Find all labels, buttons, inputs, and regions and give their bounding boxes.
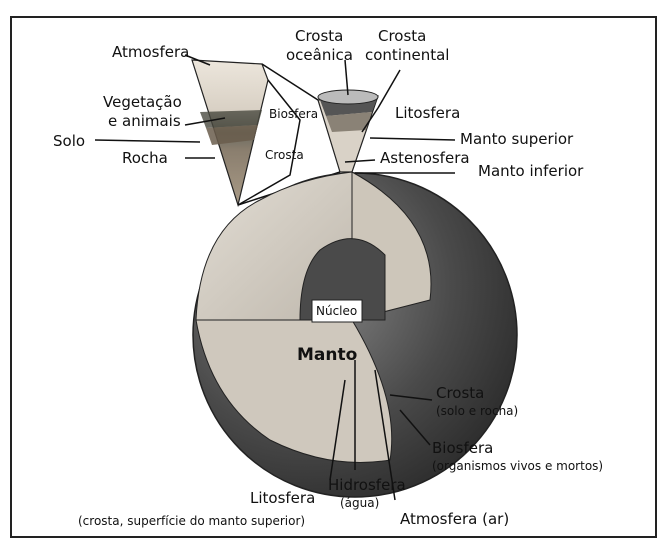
label-atmosfera-top: Atmosfera: [112, 43, 189, 61]
label-hidrosfera-sub: (água): [340, 496, 379, 510]
label-crosta-oceanica-1: Crosta: [295, 27, 343, 45]
label-crosta-globe: Crosta: [436, 384, 484, 402]
label-biosfera-sub: (organismos vivos e mortos): [432, 459, 603, 473]
label-biosfera-globe: Biosfera: [432, 439, 493, 457]
label-litosfera-top: Litosfera: [395, 104, 460, 122]
label-litosfera-sub: (crosta, superfície do manto superior): [78, 514, 305, 528]
label-biosfera-wedge: Biosfera: [269, 107, 318, 121]
label-vegetacao-line2: e animais: [108, 112, 181, 130]
soil-wedge: [192, 60, 268, 205]
label-solo: Solo: [53, 132, 85, 150]
label-manto: Manto: [297, 345, 357, 365]
label-manto-superior: Manto superior: [460, 130, 574, 148]
label-nucleo: Núcleo: [316, 304, 357, 318]
label-rocha: Rocha: [122, 149, 168, 167]
label-hidrosfera: Hidrosfera: [328, 476, 406, 494]
label-crosta-sub: (solo e rocha): [436, 404, 518, 418]
label-crosta-continental-1: Crosta: [378, 27, 426, 45]
label-crosta-continental-2: continental: [365, 46, 449, 64]
label-crosta-wedge: Crosta: [265, 148, 304, 162]
label-vegetacao-line1: Vegetação: [103, 93, 182, 111]
label-crosta-oceanica-2: oceânica: [286, 46, 353, 64]
label-astenosfera: Astenosfera: [380, 149, 470, 167]
label-litosfera-globe: Litosfera: [250, 489, 315, 507]
label-atmosfera-globe: Atmosfera (ar): [400, 510, 509, 528]
label-manto-inferior: Manto inferior: [478, 162, 584, 180]
